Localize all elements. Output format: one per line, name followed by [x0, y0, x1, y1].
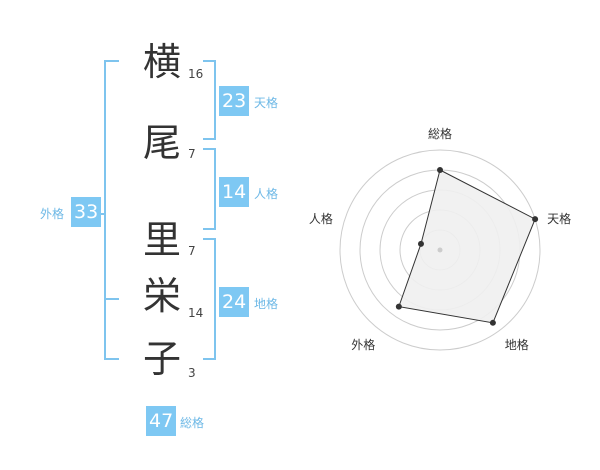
stroke-count-4: 14	[188, 306, 204, 320]
radar-series-area	[398, 169, 536, 324]
gaikaku-label: 外格	[40, 207, 65, 221]
jinkaku-label: 人格	[254, 187, 279, 201]
chikaku-label: 地格	[254, 297, 279, 311]
name-char-4: 栄	[142, 274, 181, 318]
jinkaku-badge: 14	[219, 177, 250, 207]
stroke-count-3: 7	[188, 244, 196, 258]
name-char-5: 子	[142, 337, 181, 381]
gaikaku-bracket-split	[104, 298, 119, 300]
radar-axis-label-3: 地格	[505, 337, 529, 352]
chikaku-bracket	[203, 238, 216, 360]
gaikaku-badge: 33	[71, 197, 102, 227]
gaikaku-bracket	[104, 60, 119, 360]
radar-axis-label-2: 天格	[547, 211, 571, 226]
radar-point-3	[489, 319, 496, 326]
soukaku-badge: 47	[146, 406, 177, 436]
jinkaku-bracket	[203, 148, 216, 230]
radar-point-2	[532, 216, 539, 223]
tenkaku-bracket	[203, 60, 216, 140]
radar-point-1	[437, 167, 443, 173]
tenkaku-label: 天格	[254, 96, 279, 110]
gaikaku-connector	[100, 213, 105, 215]
stroke-count-1: 16	[188, 67, 204, 81]
name-char-1: 横	[142, 40, 181, 84]
radar-point-4	[395, 303, 402, 310]
chikaku-badge: 24	[219, 287, 250, 317]
radar-point-5	[417, 240, 424, 247]
stroke-count-2: 7	[188, 147, 196, 161]
name-char-3: 里	[142, 218, 181, 262]
stroke-count-5: 3	[188, 366, 196, 380]
radar-axis-label-1: 総格	[428, 126, 452, 141]
radar-axis-label-4: 外格	[351, 337, 375, 352]
radar-grid-ring	[339, 149, 541, 351]
name-char-2: 尾	[142, 121, 181, 165]
radar-center-dot	[437, 247, 443, 253]
tenkaku-badge: 23	[219, 86, 250, 116]
radar-axis-label-5: 人格	[309, 211, 333, 226]
soukaku-label: 総格	[180, 416, 205, 430]
